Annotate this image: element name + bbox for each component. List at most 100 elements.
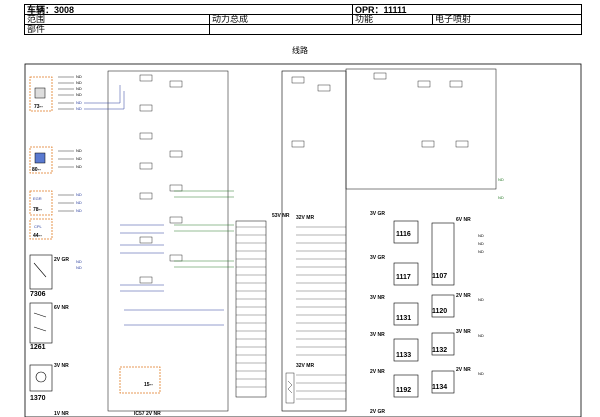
component-1116: 1116 3V GR xyxy=(370,211,419,244)
component-1192: 1192 2V NR xyxy=(370,369,419,398)
svg-text:ND: ND xyxy=(478,333,484,338)
connector-32v-b-label: 32V MR xyxy=(296,363,314,369)
header-row-part: 部件 xyxy=(24,24,582,35)
svg-text:ND: ND xyxy=(76,148,82,153)
connector-32v-label: 32V MR xyxy=(296,215,314,221)
label-1261: 1261 xyxy=(30,344,46,351)
component-1117: 1117 3V GR xyxy=(370,255,419,286)
svg-text:ND: ND xyxy=(76,265,82,270)
svg-text:ND: ND xyxy=(76,200,82,205)
nd-labels-left: ND ND ND ND ND ND ND ND ND ND ND ND ND N… xyxy=(76,74,82,270)
svg-text:ND: ND xyxy=(498,195,504,200)
label-1132: 1132 xyxy=(432,347,447,354)
component-15: 15-- IC57 2V NR xyxy=(119,366,161,417)
svg-text:ND: ND xyxy=(76,100,82,105)
label-73: 73-- xyxy=(34,104,43,110)
ecu-block: 32V MR 32V MR xyxy=(281,70,347,412)
connector-1192: 2V NR xyxy=(370,369,385,375)
cpl-text: CPL xyxy=(34,224,43,229)
connector-ic57: IC57 2V NR xyxy=(134,411,161,417)
section-title: 线路 xyxy=(292,46,308,55)
connector-1120: 2V NR xyxy=(456,293,471,299)
connector-1116: 3V GR xyxy=(370,211,385,217)
label-1120: 1120 xyxy=(432,308,447,315)
svg-text:ND: ND xyxy=(76,208,82,213)
function-value: 电子喷射 xyxy=(432,14,583,24)
scope-value: 动力总成 xyxy=(209,14,352,24)
connector-1133: 3V NR xyxy=(370,332,385,338)
component-73: 73-- xyxy=(29,76,53,112)
label-1192: 1192 xyxy=(396,387,411,394)
svg-text:ND: ND xyxy=(478,297,484,302)
label-1131: 1131 xyxy=(396,315,411,322)
wiring-diagram: 73-- 80-- EGR 78-- CPL 44-- 7306 2V GR 1… xyxy=(24,63,582,417)
component-1133: 1133 3V NR xyxy=(370,332,419,362)
label-1370: 1370 xyxy=(30,395,46,402)
connector-53v: 53V NR xyxy=(235,213,290,398)
component-1261: 1261 6V NR xyxy=(29,302,69,351)
header-row-vehicle: 车辆：3008 OPR：11111 xyxy=(24,4,582,15)
connector-1117: 3V GR xyxy=(370,255,385,261)
splice-block-right xyxy=(345,68,497,190)
nd-labels-right: ND ND ND ND ND ND ND ND xyxy=(478,177,504,376)
svg-text:ND: ND xyxy=(76,86,82,91)
label-78: 78-- xyxy=(33,207,42,213)
scope-label: 范围 xyxy=(27,14,46,24)
connector-1261: 6V NR xyxy=(54,305,69,311)
ecu-pin-lines xyxy=(296,226,346,400)
connector-53v-label: 53V NR xyxy=(272,213,290,219)
connector-53v-pins xyxy=(236,226,266,388)
svg-text:ND: ND xyxy=(478,233,484,238)
label-7306: 7306 xyxy=(30,291,46,298)
label-1116: 1116 xyxy=(396,231,411,238)
part-label: 部件 xyxy=(27,24,46,34)
connector-1370b: 1V NR xyxy=(54,411,69,417)
label-80: 80-- xyxy=(32,167,41,173)
svg-text:ND: ND xyxy=(76,80,82,85)
component-1370: 1370 3V NR 1V NR xyxy=(29,363,69,417)
component-44: CPL 44-- xyxy=(29,218,53,240)
connector-1131: 3V NR xyxy=(370,295,385,301)
label-15: 15-- xyxy=(144,382,153,388)
component-78: EGR 78-- xyxy=(29,190,53,216)
svg-text:ND: ND xyxy=(76,156,82,161)
label-1134: 1134 xyxy=(432,384,447,391)
component-1120: 1120 2V NR xyxy=(431,293,471,318)
component-80: 80-- xyxy=(29,146,53,174)
wires-green xyxy=(174,190,234,268)
svg-text:ND: ND xyxy=(498,177,504,182)
svg-text:ND: ND xyxy=(478,249,484,254)
part-value xyxy=(209,24,583,34)
component-1107: 1107 6V NR xyxy=(431,217,471,286)
connector-1107: 6V NR xyxy=(456,217,471,223)
svg-text:ND: ND xyxy=(478,371,484,376)
connector-1134: 2V NR xyxy=(456,367,471,373)
header-row-scope: 范围 动力总成 功能 电子喷射 xyxy=(24,14,582,25)
pin-labels-left xyxy=(58,76,74,212)
svg-text:ND: ND xyxy=(478,241,484,246)
component-1132: 1132 3V NR xyxy=(431,329,471,356)
svg-text:ND: ND xyxy=(76,74,82,79)
svg-text:ND: ND xyxy=(76,106,82,111)
component-7306: 7306 2V GR xyxy=(29,254,69,298)
label-44: 44-- xyxy=(33,233,42,239)
wires-blue xyxy=(84,85,224,326)
connector-1134b: 2V GR xyxy=(370,409,385,415)
connector-1132: 3V NR xyxy=(456,329,471,335)
function-label: 功能 xyxy=(352,14,432,24)
component-1131: 1131 3V NR xyxy=(370,295,419,326)
connector-1370: 3V NR xyxy=(54,363,69,369)
svg-text:ND: ND xyxy=(76,92,82,97)
label-1133: 1133 xyxy=(396,352,411,359)
component-1134: 1134 2V NR 2V GR xyxy=(370,367,471,415)
vehicle-label: 车辆：3008 xyxy=(27,5,75,14)
splice-block-middle xyxy=(107,70,229,412)
egr-text: EGR xyxy=(33,196,42,201)
connector-7306: 2V GR xyxy=(54,257,69,263)
label-1117: 1117 xyxy=(396,274,411,281)
svg-text:ND: ND xyxy=(76,192,82,197)
opr-label: OPR：11111 xyxy=(352,5,583,14)
label-1107: 1107 xyxy=(432,273,447,280)
svg-text:ND: ND xyxy=(76,259,82,264)
svg-text:ND: ND xyxy=(76,164,82,169)
